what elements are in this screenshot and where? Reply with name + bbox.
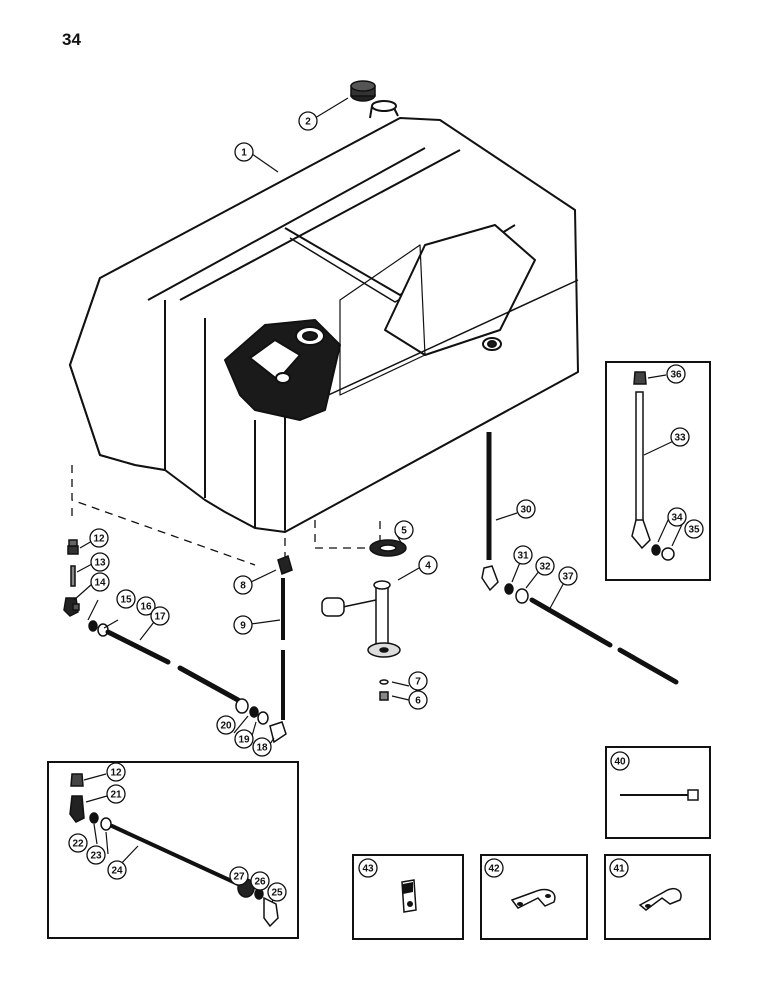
page-number: 34 [62,30,81,49]
callout-41: 41 [609,858,629,878]
callout-1: 1 [234,142,254,162]
callout-22: 22 [68,833,88,853]
svg-text:41: 41 [613,864,625,875]
callout-25: 25 [267,882,287,902]
fuel-tank [69,100,579,533]
callout-24: 24 [107,860,127,880]
callout-17: 17 [150,606,170,626]
svg-text:26: 26 [254,877,266,888]
callout-4: 4 [418,555,438,575]
callout-18: 18 [252,737,272,757]
svg-text:24: 24 [111,866,123,877]
callout-6: 6 [408,690,428,710]
callout-23: 23 [86,845,106,865]
callout-20: 20 [216,715,236,735]
callout-35: 35 [684,519,704,539]
svg-text:6: 6 [415,696,421,707]
svg-text:22: 22 [72,839,84,850]
fuel-sender-assembly [321,539,407,701]
callout-30: 30 [516,499,536,519]
svg-text:21: 21 [110,790,122,801]
callout-14: 14 [90,572,110,592]
callout-34: 34 [667,507,687,527]
callout-43: 43 [358,858,378,878]
svg-text:31: 31 [517,551,529,562]
callout-7: 7 [408,671,428,691]
callout-8: 8 [233,575,253,595]
filler-cap [350,80,376,102]
svg-text:16: 16 [140,602,152,613]
svg-text:4: 4 [425,561,431,572]
svg-text:37: 37 [562,572,574,583]
svg-text:25: 25 [271,888,283,899]
svg-text:36: 36 [670,370,682,381]
locator-lines [71,465,381,566]
svg-text:32: 32 [539,562,551,573]
callout-33: 33 [670,427,690,447]
svg-text:17: 17 [154,612,166,623]
svg-text:2: 2 [305,117,311,128]
callout-9: 9 [233,615,253,635]
callout-2: 2 [298,111,318,131]
svg-text:12: 12 [110,768,122,779]
callout-19: 19 [234,729,254,749]
callout-16: 16 [136,596,156,616]
svg-text:35: 35 [688,525,700,536]
callout-36: 36 [666,364,686,384]
callout-31: 31 [513,545,533,565]
svg-text:5: 5 [401,526,407,537]
right-fuel-line-assembly [481,432,679,685]
svg-text:43: 43 [362,864,374,875]
callout-37: 37 [558,566,578,586]
callout-40: 40 [610,751,630,771]
svg-text:1: 1 [241,148,247,159]
svg-text:20: 20 [220,721,232,732]
inset-box-alternate-line [47,761,299,939]
callout-27: 27 [229,866,249,886]
svg-text:42: 42 [488,864,500,875]
left-fuel-line-assembly [63,539,293,744]
svg-text:19: 19 [238,735,250,746]
callout-5: 5 [394,520,414,540]
svg-text:9: 9 [240,621,246,632]
svg-text:12: 12 [93,534,105,545]
svg-text:7: 7 [415,677,421,688]
callout-26: 26 [250,871,270,891]
callout-12: 12 [89,528,109,548]
callout-bubbles: 1 2 4 5 6 7 8 9 12 13 14 15 16 17 18 19 … [68,111,704,902]
svg-text:13: 13 [94,558,106,569]
tank-side-panel [384,224,536,356]
callout-15: 15 [116,589,136,609]
callout-42: 42 [484,858,504,878]
svg-text:33: 33 [674,433,686,444]
svg-text:30: 30 [520,505,532,516]
tank-body [69,117,579,533]
svg-text:40: 40 [614,757,626,768]
svg-text:27: 27 [233,872,245,883]
callout-32: 32 [535,556,555,576]
callout-13: 13 [90,552,110,572]
svg-text:18: 18 [256,743,268,754]
inset-box-43 [352,854,464,940]
svg-text:15: 15 [120,595,132,606]
inset-box-vent-line [605,361,711,581]
svg-text:23: 23 [90,851,102,862]
svg-text:8: 8 [240,581,246,592]
svg-text:14: 14 [94,578,106,589]
svg-text:34: 34 [671,513,683,524]
callout-inset-12: 12 [106,762,126,782]
callout-21: 21 [106,784,126,804]
